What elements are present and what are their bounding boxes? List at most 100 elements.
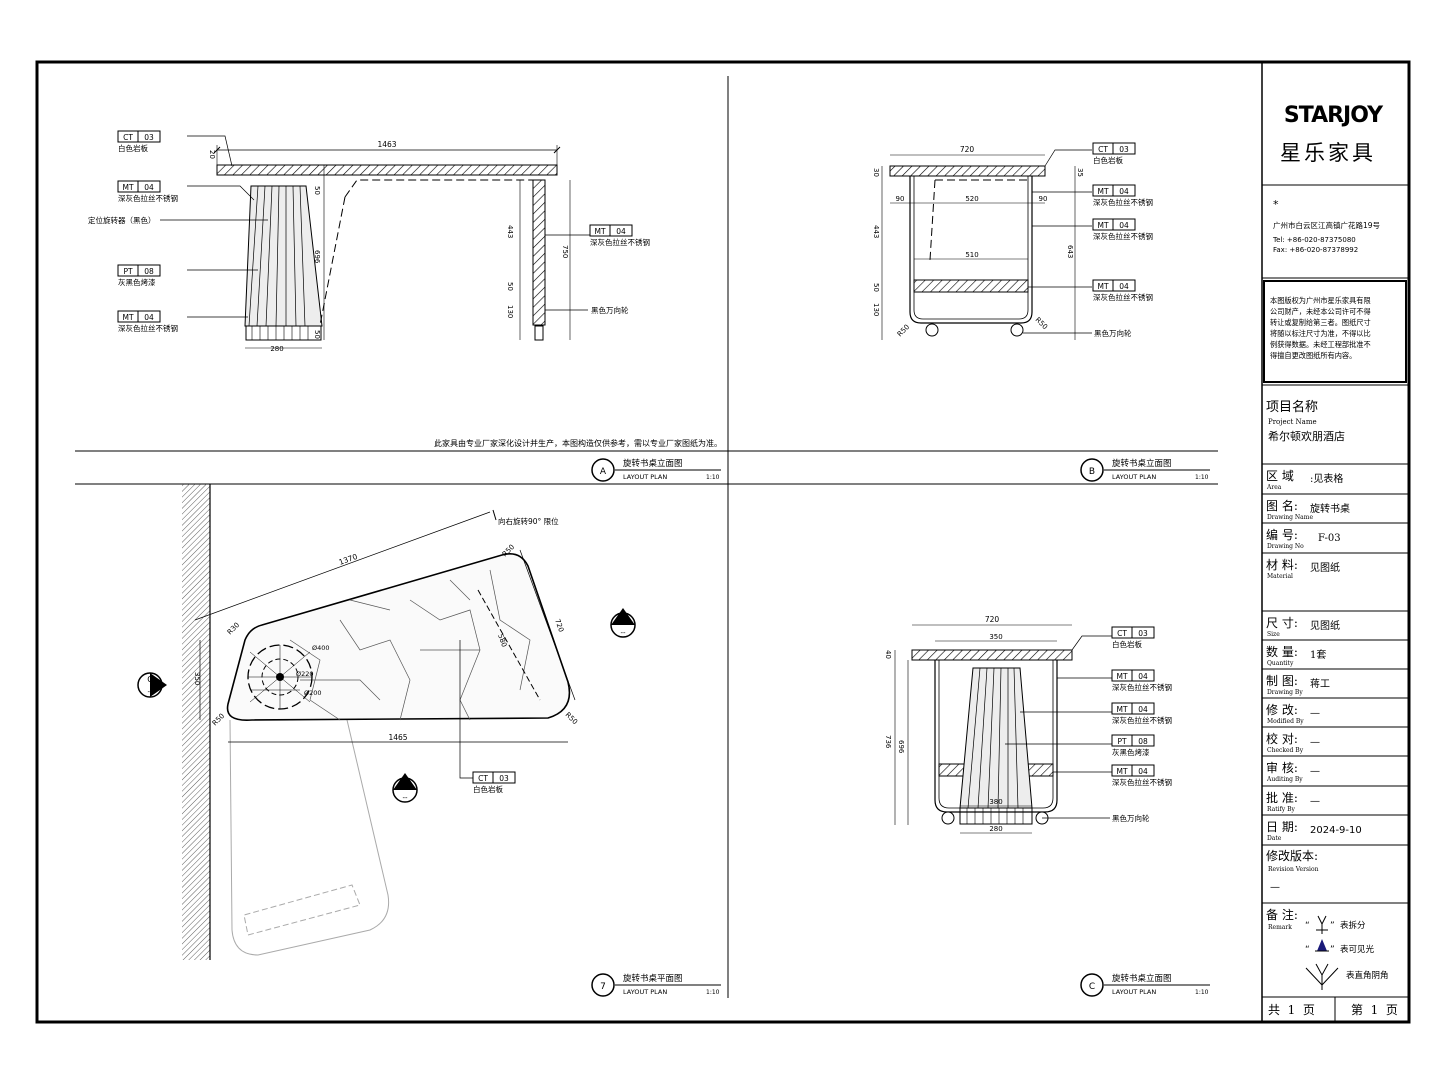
title-block: STARJOY 星乐家具 * 广州市白云区江高镇广花路19号 Tel: +86-…: [1261, 62, 1409, 1022]
view-id: C: [1089, 982, 1095, 992]
tag-number: 04: [1119, 187, 1129, 196]
tag-description: 深灰色拉丝不锈钢: [118, 193, 178, 203]
svg-text:1463: 1463: [377, 140, 396, 149]
pages-current: 第 1 页: [1351, 1003, 1398, 1017]
row-label-en: Drawing Name: [1267, 514, 1313, 521]
tag-number: 04: [1119, 282, 1129, 291]
production-note: 此家具由专业厂家深化设计并生产，本图构造仅供参考，需以专业厂家图纸为准。: [434, 438, 722, 448]
copyright-line: 将随以标注尺寸为准，不得以比: [1270, 329, 1371, 338]
svg-text:Ø220: Ø220: [296, 670, 314, 678]
tag-number: 03: [144, 133, 154, 142]
elevation-a: 1463 20 50 696 50 280 443 50 130 750 定位旋…: [88, 135, 629, 353]
svg-text:643: 643: [1066, 245, 1074, 258]
svg-text:Ø400: Ø400: [312, 644, 330, 652]
svg-text:项目名称: 项目名称: [1266, 399, 1318, 415]
svg-text:350: 350: [193, 672, 201, 685]
row-value: F-03: [1318, 533, 1341, 544]
row-label: 校 对:: [1266, 731, 1298, 746]
tag-code: MT: [594, 227, 605, 236]
tag-number: 04: [616, 227, 626, 236]
tag-code: MT: [122, 183, 133, 192]
row-value: —: [1310, 796, 1320, 807]
pages-total: 共 1 页: [1268, 1003, 1315, 1017]
elevation-c: 720 350 380 280 40 736 696 黑色万向轮: [884, 615, 1150, 834]
tag-number: 04: [1138, 705, 1148, 714]
svg-text:Remark: Remark: [1268, 924, 1292, 931]
svg-text:510: 510: [965, 251, 978, 259]
svg-text:130: 130: [506, 305, 514, 318]
remark-item-3: 表直角阴角: [1346, 970, 1389, 981]
brand-name: 星乐家具: [1280, 141, 1376, 165]
row-label-en: Area: [1266, 484, 1282, 491]
row-value: —: [1310, 708, 1320, 719]
row-value: 见图纸: [1310, 619, 1340, 632]
title-block-bottom: 修改版本: Revision Version — 备 注: Remark “ ”…: [1262, 848, 1409, 1022]
view-subtitle: LAYOUT PLAN: [1112, 473, 1156, 481]
svg-text:B: B: [620, 616, 626, 625]
rotate-limit-label: 向右旋转90° 限位: [498, 516, 559, 526]
tag-description: 深灰色拉丝不锈钢: [1093, 231, 1153, 241]
company-tel: Tel: +86-020-87375080: [1272, 236, 1356, 244]
row-label-en: Size: [1267, 631, 1280, 638]
svg-text:“: “: [1305, 921, 1310, 931]
svg-text:Ø200: Ø200: [304, 689, 322, 697]
view-subtitle: LAYOUT PLAN: [1112, 988, 1156, 996]
svg-text:380: 380: [989, 798, 1002, 806]
svg-text:R50: R50: [1034, 316, 1049, 331]
tag-number: 03: [1138, 629, 1148, 638]
svg-text:20: 20: [208, 150, 216, 159]
caster-label-c: 黑色万向轮: [1112, 813, 1150, 823]
view-scale: 1:10: [1195, 474, 1209, 481]
project-name-cell: 项目名称 Project Name 希尔顿欢朋酒店: [1266, 399, 1345, 443]
svg-text:50: 50: [506, 282, 514, 291]
tag-number: 04: [144, 313, 154, 322]
svg-text:280: 280: [989, 825, 1002, 833]
tag-number: 08: [144, 267, 154, 276]
svg-text:R30: R30: [226, 621, 241, 636]
tag-code: PT: [123, 267, 133, 276]
view-scale: 1:10: [706, 989, 720, 996]
svg-text:30: 30: [872, 168, 880, 177]
svg-text:C: C: [147, 675, 153, 684]
brand-logo: STARJOY: [1284, 103, 1384, 128]
view-scale: 1:10: [706, 474, 720, 481]
svg-text:35: 35: [1076, 168, 1084, 177]
company-mark: *: [1273, 198, 1279, 211]
section-marker-a: A --: [392, 773, 418, 803]
section-marker-b: B --: [610, 608, 636, 638]
copyright-notice: 本图版权为广州市星乐家具有限公司财产，未经本公司许可不得转让或复制给第三者。图纸…: [1270, 296, 1371, 360]
tag-description: 深灰色拉丝不锈钢: [118, 323, 178, 333]
row-label: 编 号:: [1266, 527, 1298, 542]
remark-item-2: 表可见光: [1340, 944, 1375, 955]
view-id: A: [600, 467, 607, 477]
tag-description: 白色岩板: [473, 784, 503, 794]
row-label: 区 域: [1266, 469, 1294, 483]
svg-text:”: ”: [1330, 921, 1335, 931]
copyright-line: 转让或复制给第三者。图纸尺寸: [1270, 318, 1371, 327]
svg-text:Revision Version: Revision Version: [1268, 866, 1319, 873]
row-value: 1套: [1310, 648, 1326, 661]
svg-text:R50: R50: [896, 323, 911, 338]
svg-text:50: 50: [313, 330, 321, 339]
tag-description: 白色岩板: [1112, 639, 1142, 649]
svg-text:R50: R50: [564, 711, 579, 726]
revision-value: —: [1270, 882, 1280, 893]
tag-description: 深灰色拉丝不锈钢: [1112, 777, 1172, 787]
caster-label-a: 黑色万向轮: [591, 305, 629, 315]
svg-text:40: 40: [884, 650, 892, 659]
row-value: 见图纸: [1310, 561, 1340, 574]
view-subtitle: LAYOUT PLAN: [623, 473, 667, 481]
view-title: 旋转书桌立面图: [1112, 458, 1172, 469]
